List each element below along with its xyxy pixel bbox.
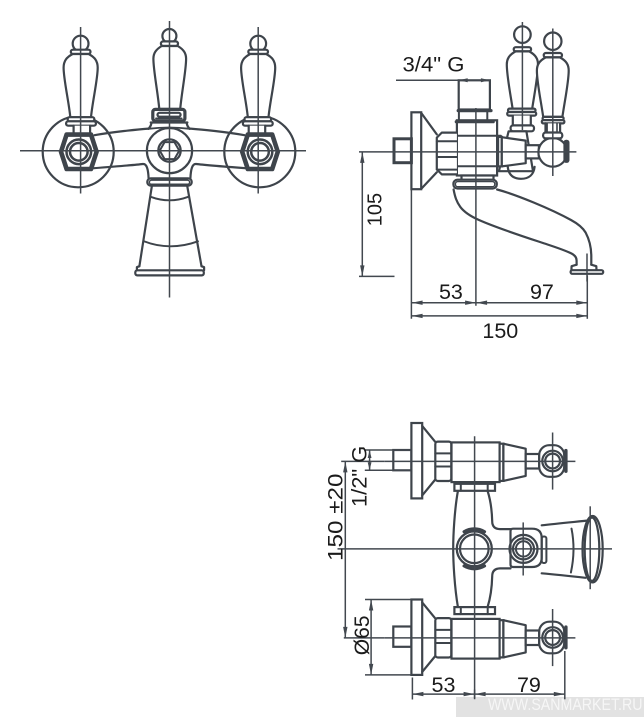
svg-text:53: 53 bbox=[432, 673, 456, 697]
svg-text:105: 105 bbox=[364, 193, 386, 226]
svg-text:150: 150 bbox=[482, 319, 518, 343]
svg-text:3/4" G: 3/4" G bbox=[403, 54, 465, 77]
svg-text:1/2" G: 1/2" G bbox=[347, 446, 371, 507]
svg-text:53: 53 bbox=[439, 280, 463, 304]
svg-text:79: 79 bbox=[517, 673, 541, 697]
svg-text:150 ±20: 150 ±20 bbox=[325, 474, 348, 562]
svg-text:97: 97 bbox=[530, 280, 554, 304]
svg-text:Ø65: Ø65 bbox=[351, 615, 374, 655]
svg-text:WWW.SANMARKET.RU: WWW.SANMARKET.RU bbox=[488, 696, 643, 714]
